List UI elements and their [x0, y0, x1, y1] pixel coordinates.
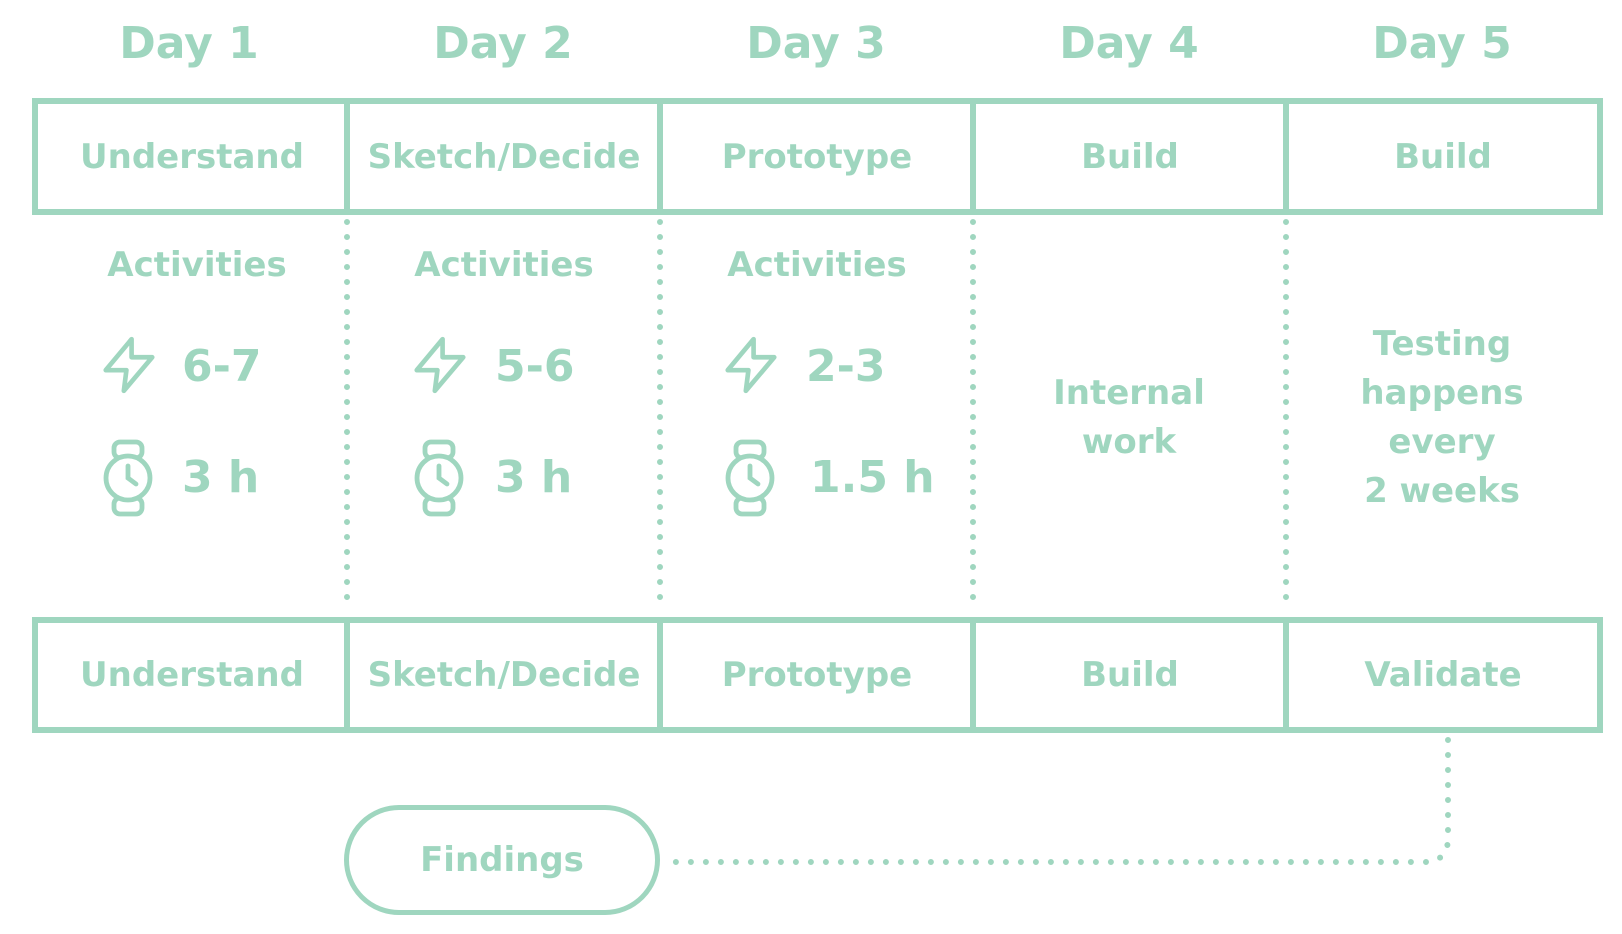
findings-label: Findings	[420, 840, 584, 880]
watch-icon	[103, 439, 153, 517]
day-3-activity-time: 1.5 h	[810, 452, 935, 503]
day-5-note-line: happens	[1360, 373, 1524, 413]
bottom-phase-understand: Understand	[80, 655, 304, 695]
day-5-note-line: Testing	[1372, 324, 1512, 364]
day-5-header: Day 5	[1372, 18, 1512, 69]
day-2-activity-count: 5-6	[495, 341, 575, 392]
day-1-header: Day 1	[119, 18, 259, 69]
top-phase-row-border	[32, 98, 1603, 215]
day-3-activity-count: 2-3	[806, 341, 886, 392]
watch-icon	[414, 439, 464, 517]
watch-icon	[725, 439, 775, 517]
day-4-header: Day 4	[1059, 18, 1199, 69]
day-4-note-line: Internal	[1053, 373, 1205, 413]
lightning-icon	[103, 336, 155, 394]
lightning-icon	[725, 336, 777, 394]
day-1-activity-time: 3 h	[182, 452, 260, 503]
day-3-header: Day 3	[746, 18, 886, 69]
top-phase-understand: Understand	[80, 137, 304, 177]
day-3-activities-label: Activities	[727, 245, 907, 285]
day-4-note: Internal work	[989, 369, 1269, 467]
day-5-note: Testing happens every 2 weeks	[1302, 320, 1582, 516]
bottom-phase-validate: Validate	[1364, 655, 1522, 695]
bottom-phase-prototype: Prototype	[721, 655, 913, 695]
day-2-activity-time: 3 h	[495, 452, 573, 503]
day-1-activity-count: 6-7	[182, 341, 262, 392]
top-phase-build-day4: Build	[1081, 137, 1179, 177]
top-phase-prototype: Prototype	[721, 137, 913, 177]
day-5-note-line: 2 weeks	[1364, 471, 1520, 511]
findings-pill: Findings	[344, 805, 660, 915]
top-phase-sketch-decide: Sketch/Decide	[367, 137, 641, 177]
day-5-note-line: every	[1388, 422, 1496, 462]
lightning-icon	[414, 336, 466, 394]
findings-connector	[669, 737, 1451, 865]
day-4-note-line: work	[1081, 422, 1177, 462]
day-1-activities-label: Activities	[107, 245, 287, 285]
day-2-activities-label: Activities	[414, 245, 594, 285]
top-phase-build-day5: Build	[1394, 137, 1492, 177]
day-2-header: Day 2	[433, 18, 573, 69]
dotted-separators	[344, 219, 1289, 615]
bottom-phase-build: Build	[1081, 655, 1179, 695]
bottom-phase-row-border	[32, 617, 1603, 733]
bottom-phase-sketch-decide: Sketch/Decide	[367, 655, 641, 695]
